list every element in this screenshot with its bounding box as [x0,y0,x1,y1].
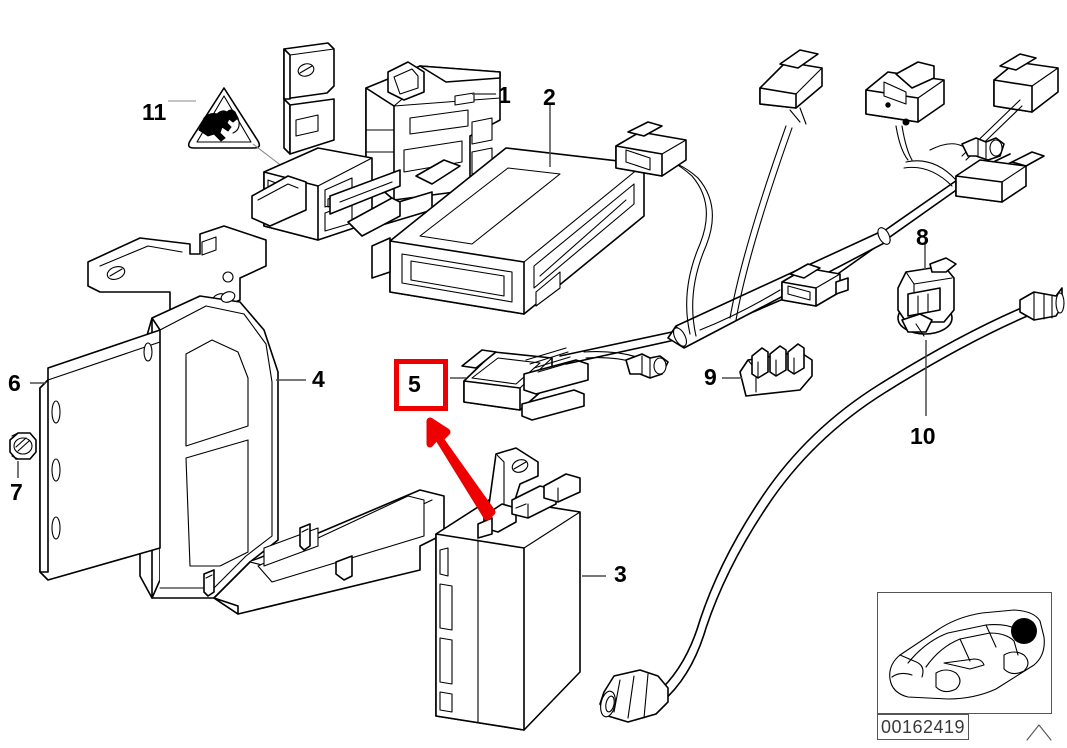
callout-4: 4 [312,366,325,392]
callout-10: 10 [910,423,936,449]
diagram-number: 00162419 [877,714,969,740]
corner-triangle-marker [1026,724,1052,741]
part-2-cd-changer [347,104,645,315]
callout-9: 9 [704,364,717,390]
callout-6: 6 [8,370,21,396]
callout-5: 5 [408,371,421,397]
part-9-contact-strip [722,343,813,397]
part-6-mounting-plate [30,329,161,581]
wiring-harness [559,49,1059,379]
callout-7: 7 [10,479,23,505]
callout-3: 3 [614,561,627,587]
highlight-box-part-5 [394,359,448,411]
vehicle-outline [889,609,1045,700]
callout-2: 2 [543,84,556,110]
part-3-control-module [435,447,606,731]
callout-1: 1 [498,82,511,108]
part-10-antenna-cable [599,287,1065,723]
part-1-mounting-frame [251,42,501,241]
part-8-cable-clamp [897,244,957,337]
part-7-rubber-grommet [9,432,37,478]
callout-11: 11 [142,99,167,125]
highlight-arrow [426,417,496,521]
callout-8: 8 [916,224,929,250]
vehicle-location-inset [877,592,1052,714]
part-5-connector-plug [450,347,589,421]
